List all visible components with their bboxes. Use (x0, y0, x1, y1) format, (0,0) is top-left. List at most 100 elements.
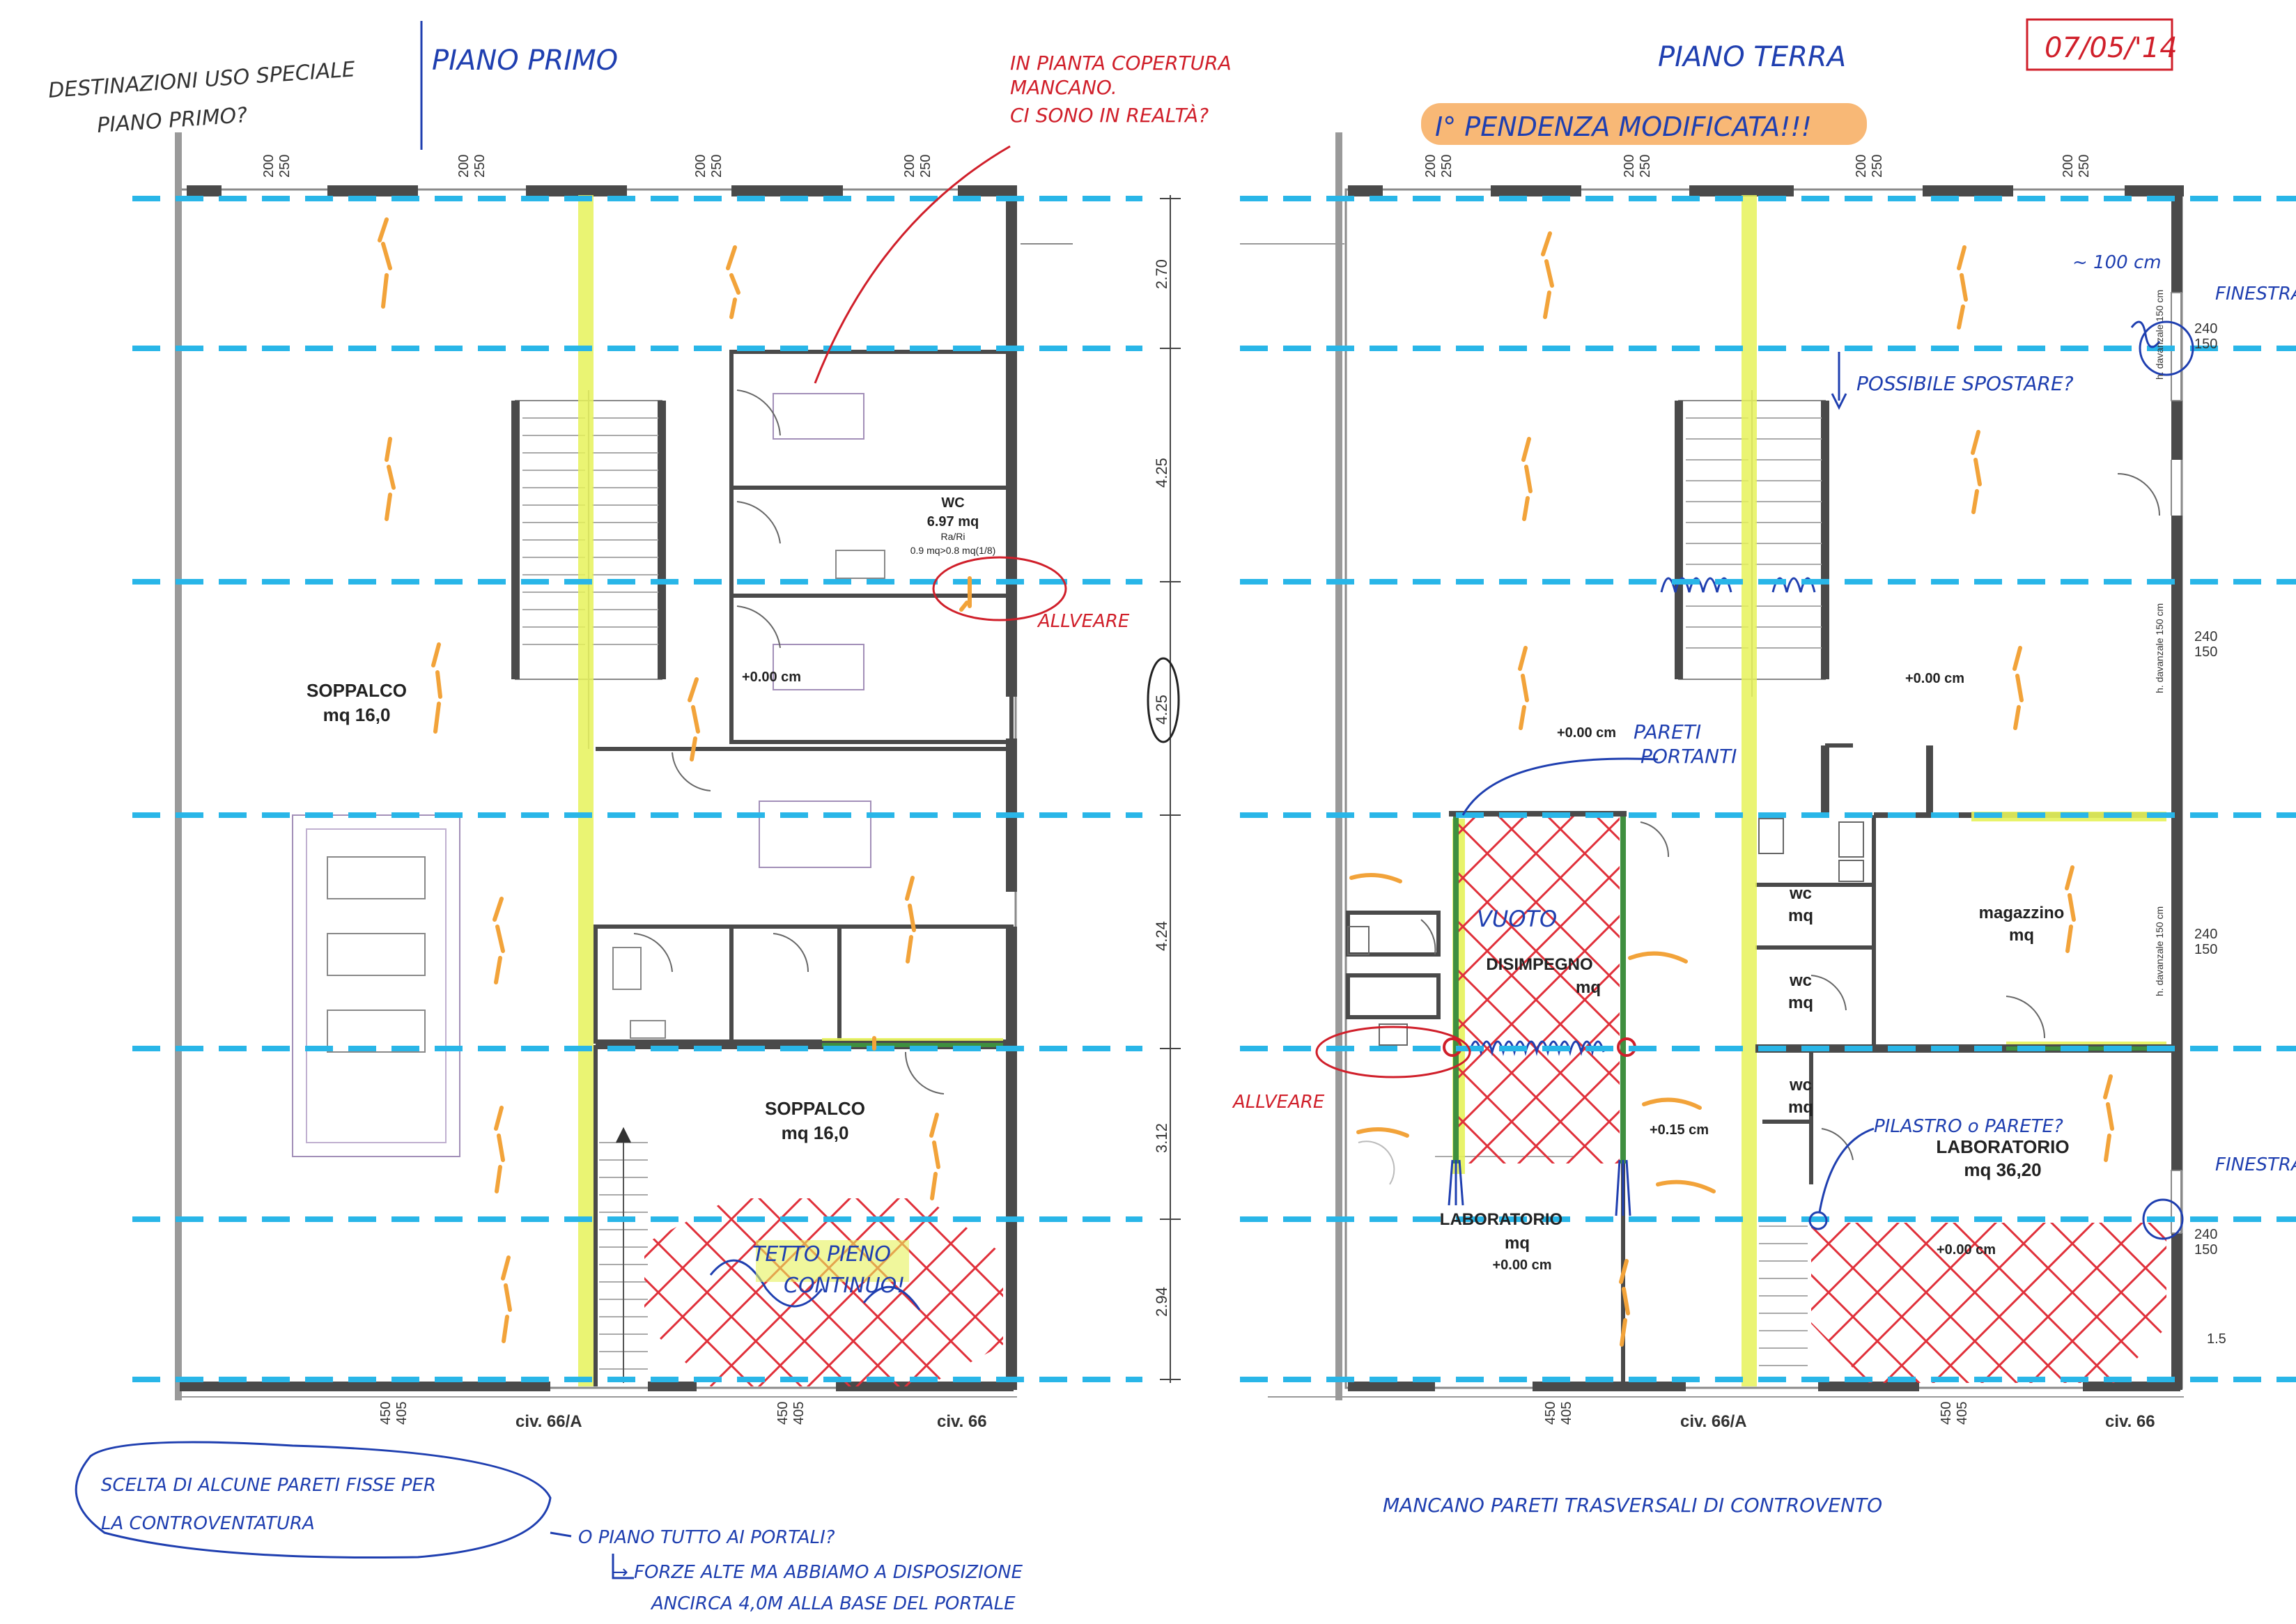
vertical-dim-labels: 2.70 4.25 4.25 4.24 3.12 2.94 (1153, 259, 1170, 1317)
terra-civ: civ. 66 (2105, 1412, 2155, 1431)
terra-stair-springs (1660, 577, 1816, 593)
svg-text:250: 250 (918, 155, 933, 178)
note-scelta-1: SCELTA DI ALCUNE PARETI FISSE PER (101, 1475, 436, 1496)
terra-axes (1240, 196, 2296, 1382)
terra-davanzale-labels: h. davanzale 150 cm h. davanzale 150 cm … (2154, 290, 2165, 996)
note-copertura-2: MANCANO. (1010, 76, 1117, 99)
svg-text:200: 200 (693, 155, 708, 178)
svg-text:150: 150 (2194, 337, 2217, 352)
terra-wc2-area: mq (1788, 993, 1813, 1012)
svg-text:240: 240 (2194, 1227, 2217, 1242)
primo-axes (132, 196, 1142, 1382)
terra-edge-dim: 1.5 (2207, 1331, 2226, 1347)
note-pendenza: I° PENDENZA MODIFICATA!!! (1435, 111, 1812, 142)
note-pareti-2: PORTANTI (1640, 745, 1737, 768)
svg-text:h. davanzale 150 cm: h. davanzale 150 cm (2154, 906, 2165, 996)
terra-level-center: +0.00 cm (1905, 671, 1964, 686)
title-piano-terra: PIANO TERRA (1658, 41, 1846, 73)
terra-portal-feet (1448, 1159, 1631, 1216)
svg-text:200: 200 (1854, 155, 1869, 178)
svg-text:4.25: 4.25 (1153, 695, 1170, 725)
svg-text:250: 250 (1638, 155, 1653, 178)
svg-text:250: 250 (2077, 155, 2092, 178)
svg-text:3.12: 3.12 (1153, 1123, 1170, 1153)
terra-force-arrows (1349, 231, 2114, 1347)
svg-text:150: 150 (2194, 942, 2217, 957)
svg-text:h. davanzale 150 cm: h. davanzale 150 cm (2154, 603, 2165, 693)
svg-text:200: 200 (1622, 155, 1637, 178)
svg-text:250: 250 (1439, 155, 1455, 178)
terra-yellow-column (1742, 195, 1757, 1386)
note-destinazioni: DESTINAZIONI USO SPECIALE (47, 57, 356, 103)
note-finestra-1: FINESTRA (2215, 284, 2296, 304)
svg-text:150: 150 (2194, 644, 2217, 660)
primo-doors (633, 389, 945, 1095)
svg-text:240: 240 (2194, 321, 2217, 337)
svg-text:h. davanzale 150 cm: h. davanzale 150 cm (2154, 290, 2165, 380)
svg-text:405: 405 (791, 1402, 807, 1425)
svg-text:405: 405 (1559, 1402, 1574, 1425)
note-pilastro: PILASTRO o PARETE? (1874, 1116, 2063, 1137)
svg-text:450: 450 (775, 1402, 791, 1425)
terra-wc3-name: wc (1789, 1076, 1812, 1095)
note-100cm: ~ 100 cm (2072, 252, 2162, 273)
note-mancano: MANCANO PARETI TRASVERSALI DI CONTROVENT… (1383, 1494, 1882, 1517)
svg-text:250: 250 (1870, 155, 1885, 178)
svg-text:240: 240 (2194, 927, 2217, 942)
svg-text:450: 450 (1939, 1402, 1954, 1425)
svg-text:450: 450 (378, 1402, 394, 1425)
terra-wc1-name: wc (1789, 884, 1812, 903)
terra-level-disimpegno: +0.00 cm (1557, 725, 1616, 741)
note-portali-2: → FORZE ALTE MA ABBIAMO A DISPOSIZIONE (613, 1562, 1023, 1583)
primo-vertical-dims (1160, 195, 1181, 1383)
annotation-shapes (75, 18, 2194, 1579)
terra-lab2-area: mq 36,20 (1964, 1159, 2041, 1180)
primo-civ: civ. 66 (937, 1412, 987, 1431)
note-scelta-2: LA CONTROVENTATURA (101, 1513, 315, 1534)
terra-window-dims: 240 150 240 150 240 150 240 150 (2194, 321, 2217, 1258)
primo-wc-ratio: 0.9 mq>0.8 mq(1/8) (910, 545, 996, 556)
terra-lab2-name: LABORATORIO (1936, 1136, 2069, 1157)
note-tetto-2: CONTINUO! (784, 1274, 905, 1298)
pendenza-band (1421, 103, 1867, 145)
terra-disimpegno-area: mq (1576, 978, 1601, 997)
svg-text:200: 200 (2061, 155, 2076, 178)
note-tetto-1: TETTO PIENO (752, 1242, 891, 1267)
primo-level: +0.00 cm (742, 670, 801, 685)
date-stamp: 07/05/'14 (2045, 32, 2178, 64)
svg-text:200: 200 (261, 155, 277, 178)
terra-fixtures (1347, 473, 2160, 1185)
terra-level-hatch: +0.00 cm (1937, 1242, 1996, 1258)
terra-disimpegno-name: DISIMPEGNO (1486, 955, 1592, 974)
primo-hatch-area (644, 1198, 1003, 1386)
svg-text:200: 200 (1423, 155, 1438, 178)
note-vuoto: VUOTO (1477, 906, 1557, 932)
primo-lower-stair (594, 1045, 648, 1386)
svg-text:4.24: 4.24 (1153, 921, 1170, 951)
note-portali-1: O PIANO TUTTO AI PORTALI? (578, 1527, 835, 1548)
svg-text:405: 405 (394, 1402, 410, 1425)
primo-rooms (594, 350, 1014, 1044)
terra-vuoto-hatch (1456, 815, 1620, 1163)
note-pareti-1: PARETI (1634, 720, 1701, 743)
terra-magazzino-area: mq (2009, 926, 2034, 945)
terra-top-dims: 200 250 200 250 200 250 200 250 (1423, 155, 2092, 178)
note-allveare-1: ALLVEARE (1037, 611, 1130, 632)
primo-yellow-column (578, 195, 594, 1386)
note-copertura-3: CI SONO IN REALTÀ? (1010, 103, 1209, 127)
primo-wc-label: WC (941, 495, 964, 511)
svg-text:4.25: 4.25 (1153, 458, 1170, 488)
svg-text:450: 450 (1543, 1402, 1558, 1425)
primo-civ-a: civ. 66/A (515, 1412, 582, 1431)
plan-primo (132, 132, 1181, 1400)
primo-force-arrows (378, 217, 972, 1343)
primo-bottom-dims: 450 405 450 405 (378, 1402, 807, 1425)
note-copertura-1: IN PIANTA COPERTURA (1010, 52, 1232, 75)
svg-text:240: 240 (2194, 629, 2217, 644)
svg-text:250: 250 (472, 155, 488, 178)
svg-text:250: 250 (277, 155, 293, 178)
terra-lab1-area: mq (1505, 1234, 1530, 1253)
svg-text:200: 200 (902, 155, 917, 178)
primo-soppalco-2-area: mq 16,0 (782, 1122, 849, 1143)
